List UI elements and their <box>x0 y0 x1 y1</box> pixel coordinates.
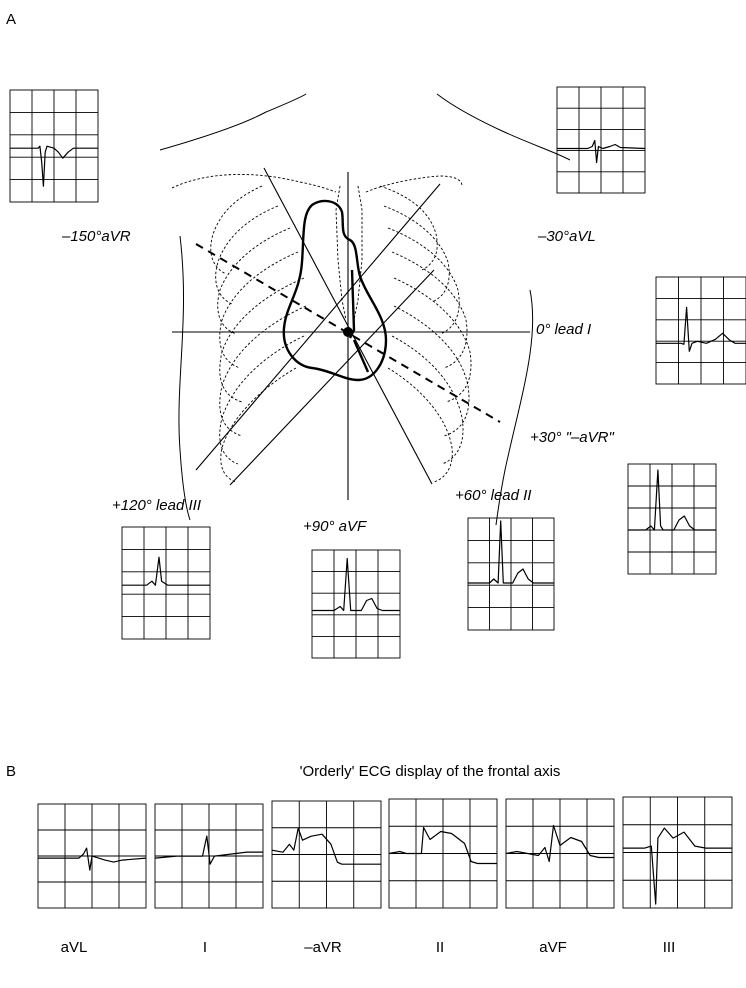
rib-cage <box>172 174 471 482</box>
ecg-box-b-avf <box>506 799 614 908</box>
ecg-box-avf <box>312 550 400 658</box>
ecg-box-b-avl <box>38 804 146 908</box>
ecg-box-lead-i <box>656 277 746 384</box>
panel-b-label: B <box>6 763 16 780</box>
label-avr: –150°aVR <box>61 228 131 245</box>
bottom-label-avf: aVF <box>539 939 567 956</box>
axis-avl <box>196 184 440 470</box>
ecg-box-lead-iii <box>122 527 210 639</box>
label-lead-ii: +60° lead II <box>455 487 531 504</box>
label-minus-avr: +30° "–aVR" <box>530 429 614 446</box>
chest-outline <box>160 94 570 525</box>
heart-outline <box>284 201 386 380</box>
ecg-box-avl <box>557 87 645 193</box>
ecg-box-b-iii <box>623 797 732 908</box>
panel-b-caption: 'Orderly' ECG display of the frontal axi… <box>300 763 561 780</box>
panel-a-label: A <box>6 11 16 28</box>
bottom-label-minus-avr: –aVR <box>304 939 342 956</box>
label-lead-i: 0° lead I <box>536 321 591 338</box>
bottom-label-i: I <box>203 939 207 956</box>
bottom-label-ii: II <box>436 939 444 956</box>
ecg-box-lead-ii <box>468 518 554 630</box>
ecg-box-b-i <box>155 804 263 908</box>
ecg-box-avr <box>10 90 98 202</box>
bottom-label-avl: aVL <box>61 939 88 956</box>
ecg-box-minus-avr <box>628 464 716 574</box>
label-avl: –30°aVL <box>537 228 596 245</box>
label-lead-iii: +120° lead III <box>112 497 201 514</box>
ecg-box-b-ii <box>389 799 497 908</box>
label-avf: +90° aVF <box>303 518 367 535</box>
bottom-label-iii: III <box>663 939 676 956</box>
ecg-box-b-minus-avr <box>272 801 381 908</box>
